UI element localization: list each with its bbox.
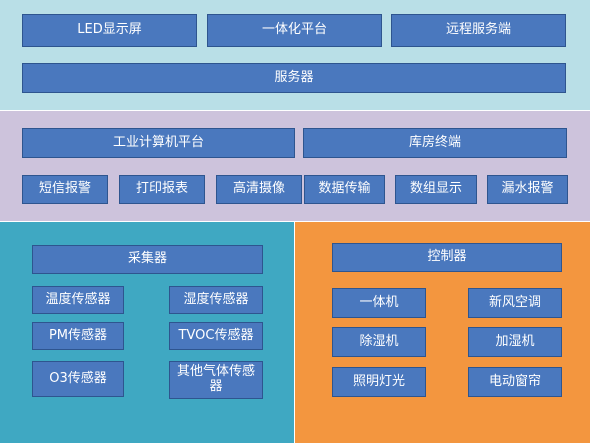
warehouse-terminal-box: 库房终端 [303, 128, 567, 158]
electric-curtain-box: 电动窗帘 [468, 367, 562, 397]
data-transmission-box: 数据传输 [304, 175, 385, 204]
temperature-sensor-box: 温度传感器 [32, 286, 124, 314]
print-report-box: 打印报表 [119, 175, 205, 204]
humidity-sensor-box: 湿度传感器 [169, 286, 263, 314]
remote-service-box: 远程服务端 [391, 14, 566, 47]
all-in-one-box: 一体机 [332, 288, 426, 318]
pm-sensor-box: PM传感器 [32, 322, 124, 350]
industrial-pc-platform-box: 工业计算机平台 [22, 128, 295, 158]
humidifier-box: 加湿机 [468, 327, 562, 357]
water-leak-alarm-box: 漏水报警 [487, 175, 568, 204]
controller-box: 控制器 [332, 243, 562, 272]
dehumidifier-box: 除湿机 [332, 327, 426, 357]
other-gas-sensor-box: 其他气体传感器 [169, 361, 263, 399]
led-display-box: LED显示屏 [22, 14, 197, 47]
integrated-platform-box: 一体化平台 [207, 14, 382, 47]
collector-box: 采集器 [32, 245, 263, 274]
sms-alarm-box: 短信报警 [22, 175, 108, 204]
acquisition-layer: 采集器 温度传感器 湿度传感器 PM传感器 TVOC传感器 O3传感器 其他气体… [0, 222, 295, 443]
application-layer: LED显示屏 一体化平台 远程服务端 服务器 [0, 0, 590, 111]
tvoc-sensor-box: TVOC传感器 [169, 322, 263, 350]
platform-layer: 工业计算机平台 库房终端 短信报警 打印报表 高清摄像 数据传输 数组显示 漏水… [0, 111, 590, 222]
o3-sensor-box: O3传感器 [32, 361, 124, 397]
hd-camera-box: 高清摄像 [216, 175, 302, 204]
data-display-box: 数组显示 [395, 175, 477, 204]
lighting-box: 照明灯光 [332, 367, 426, 397]
server-box: 服务器 [22, 63, 566, 93]
fresh-air-ac-box: 新风空调 [468, 288, 562, 318]
control-layer: 控制器 一体机 新风空调 除湿机 加湿机 照明灯光 电动窗帘 [295, 222, 590, 443]
